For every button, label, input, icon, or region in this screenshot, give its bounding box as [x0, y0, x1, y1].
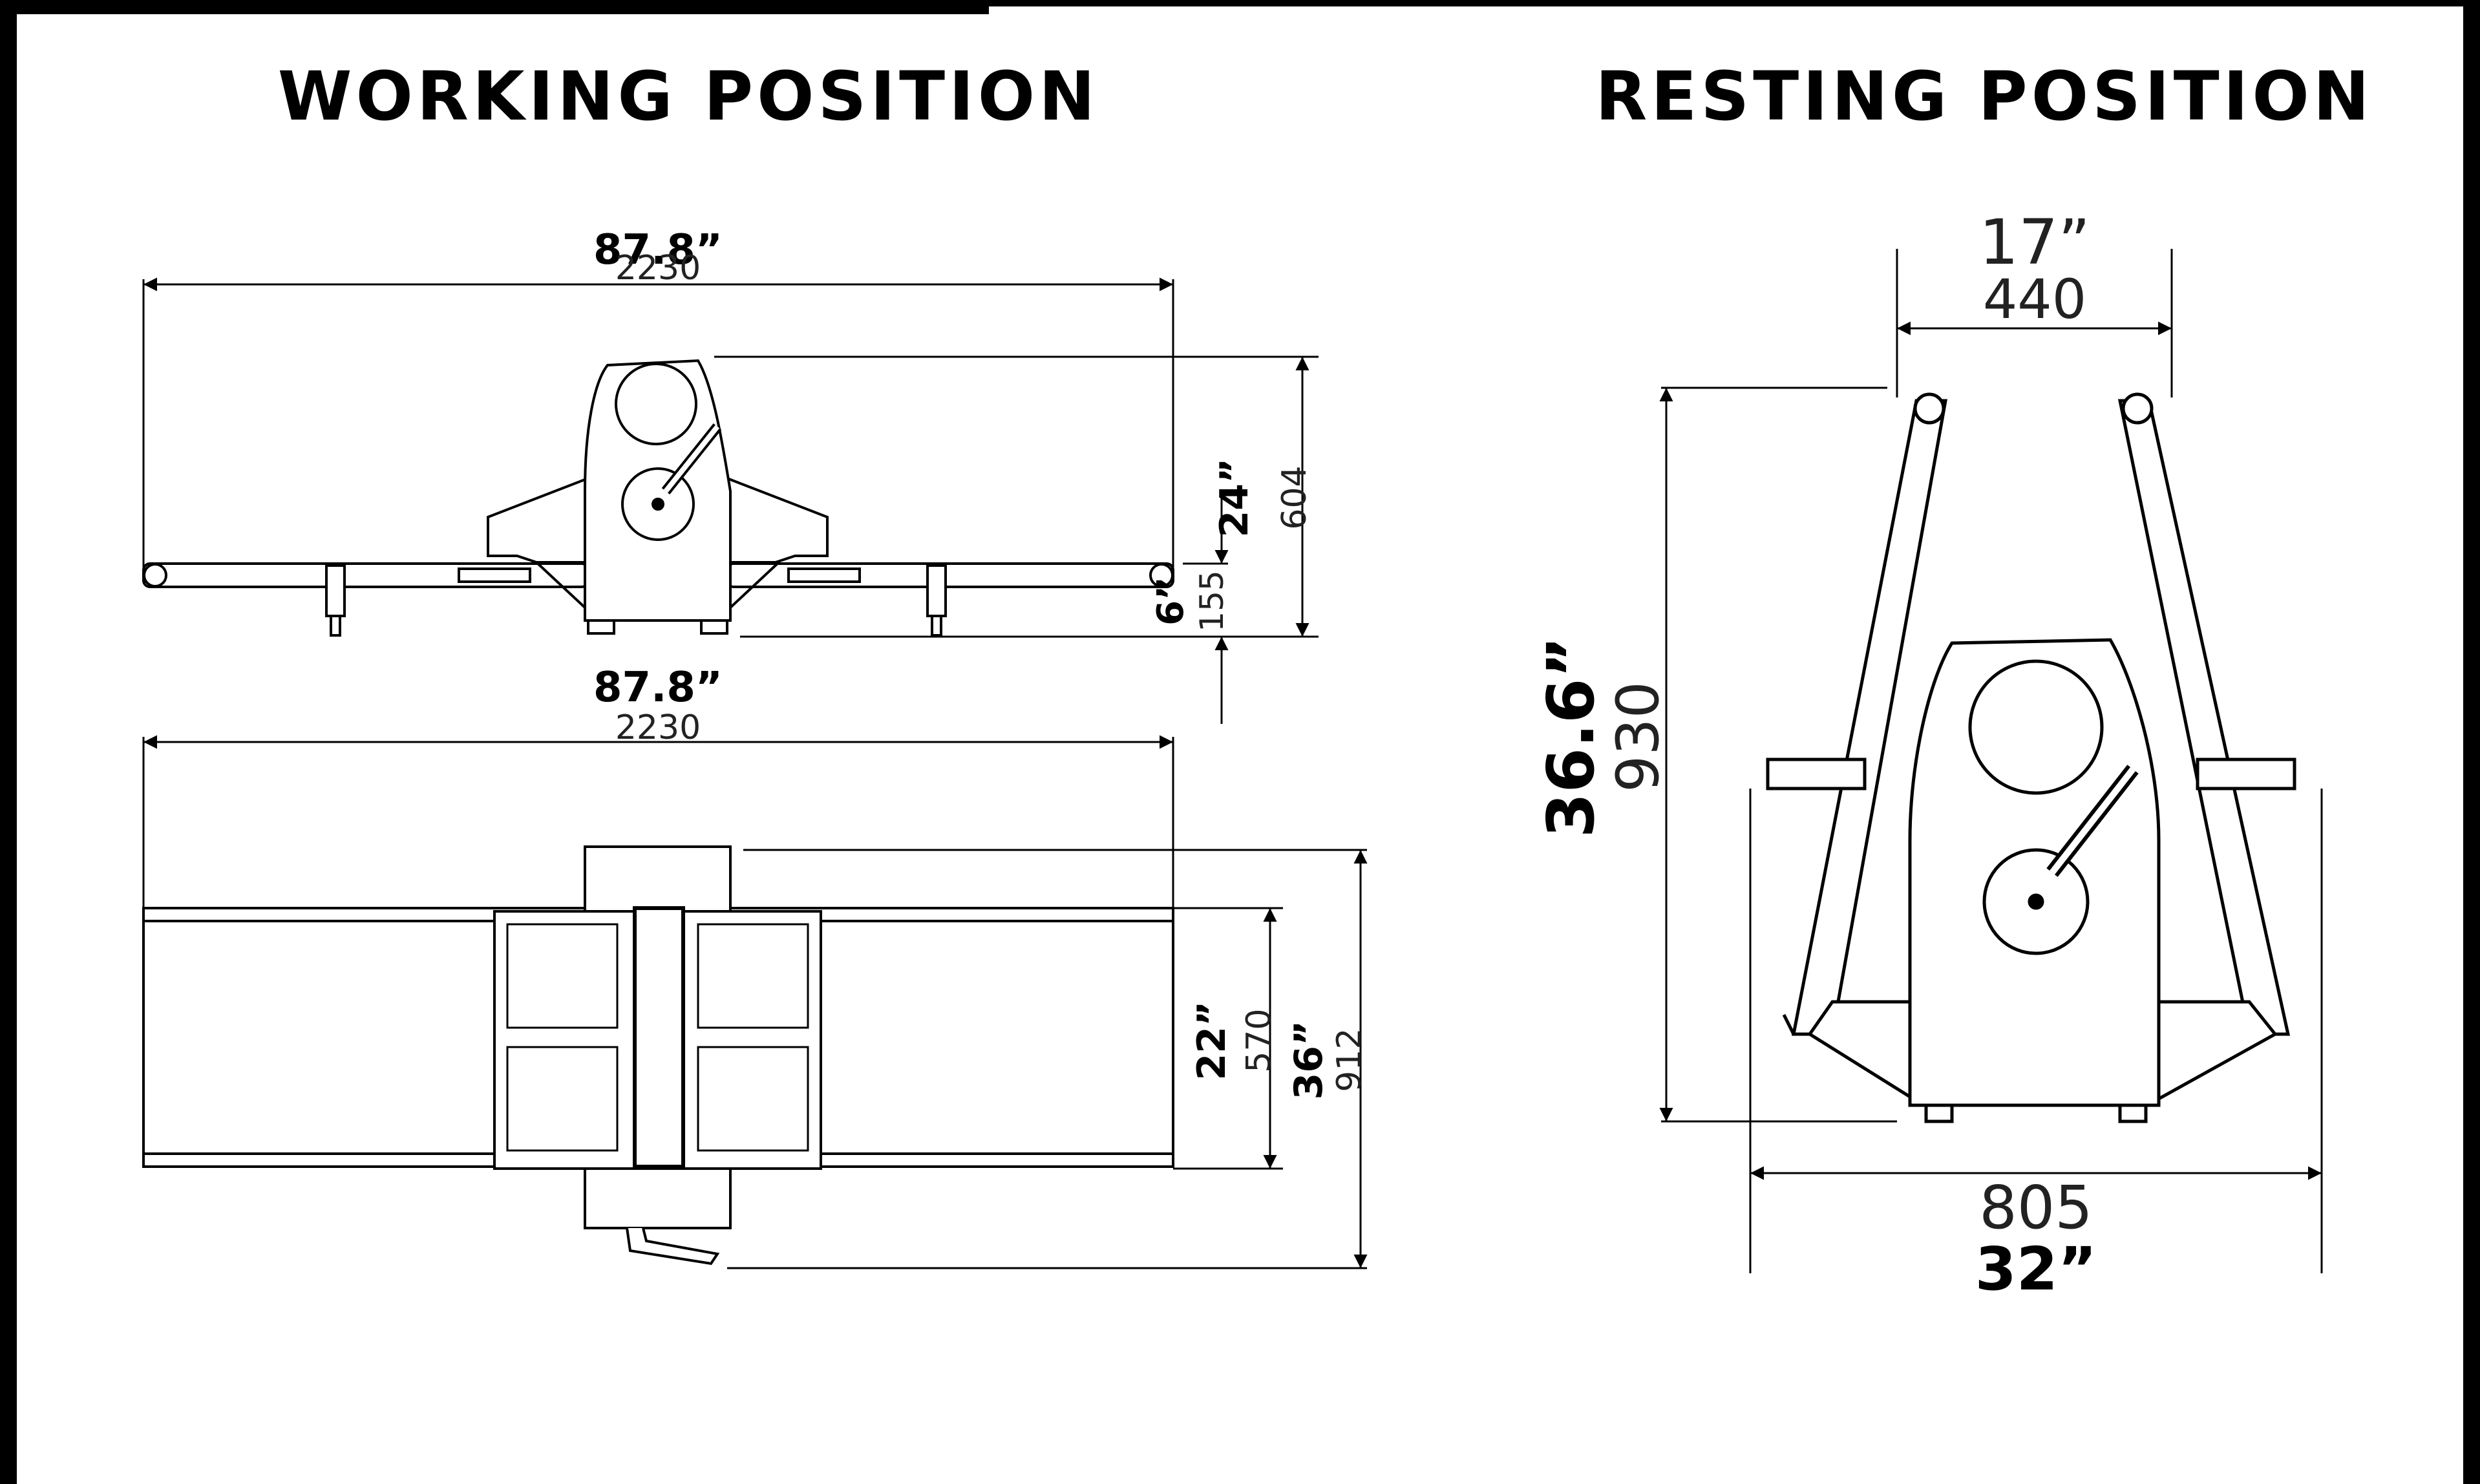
- belt-width-mm: 570: [1240, 1008, 1278, 1072]
- resting-top-width-in: 17”: [1979, 206, 2090, 279]
- resting-width-in: 32”: [1975, 1235, 2097, 1304]
- working-top-view: 87.8” 2230 22” 570: [142, 664, 1369, 1269]
- belt-width-dimension: 22” 570: [1173, 907, 1283, 1170]
- resting-height-mm: 930: [1604, 681, 1672, 792]
- resting-position-title: RESTING POSITION: [1595, 57, 2373, 136]
- top-length-mm: 2230: [615, 708, 701, 747]
- top-length-in: 87.8”: [593, 664, 723, 712]
- sheeter-top-drawing: [142, 845, 1174, 1266]
- working-position-title: WORKING POSITION: [278, 57, 1099, 136]
- resting-front-view: 17” 440: [1533, 206, 2323, 1304]
- side-length-mm: 2230: [615, 249, 701, 288]
- top-length-dimension: 87.8” 2230: [142, 664, 1174, 918]
- side-belt-height-in: 6”: [1150, 577, 1192, 626]
- side-height-mm: 604: [1275, 465, 1314, 529]
- sheeter-side-drawing: [142, 359, 1174, 637]
- side-length-in: 87.8”: [593, 226, 723, 274]
- side-length-dimension: 87.8” 2230: [142, 226, 1174, 582]
- resting-height-dimension: 36.6” 930: [1533, 387, 1897, 1123]
- side-belt-height-mm: 155: [1193, 570, 1231, 631]
- roller-slats: [506, 923, 809, 1152]
- working-side-view: 87.8” 2230: [142, 226, 1319, 724]
- top-depth-mm: 912: [1330, 1028, 1369, 1092]
- resting-width-mm: 805: [1979, 1173, 2093, 1242]
- sheeter-front-drawing: [1766, 392, 2296, 1123]
- side-height-dimension: 24” 604: [714, 355, 1319, 638]
- resting-height-in: 36.6”: [1533, 636, 1609, 838]
- resting-width-dimension: 805 32”: [1749, 789, 2323, 1304]
- belt-width-in: 22”: [1189, 1001, 1235, 1081]
- top-depth-in: 36”: [1286, 1021, 1331, 1100]
- resting-top-width-dimension: 17” 440: [1896, 206, 2173, 398]
- resting-top-width-mm: 440: [1983, 268, 2086, 331]
- top-depth-dimension: 36” 912: [727, 849, 1369, 1269]
- side-height-in: 24”: [1212, 458, 1257, 538]
- side-belt-height-dimension: 6” 155: [1150, 491, 1231, 724]
